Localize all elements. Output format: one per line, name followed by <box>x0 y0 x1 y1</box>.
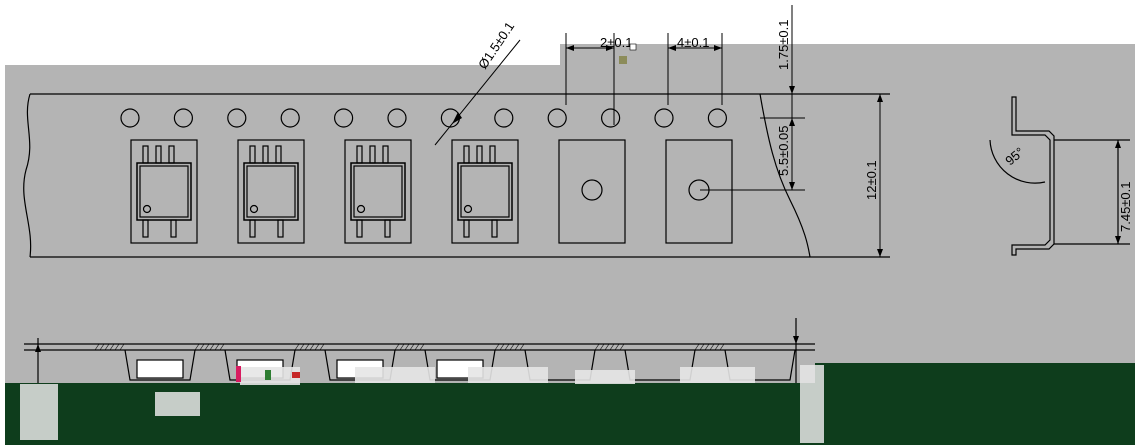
side-pocket <box>494 343 596 381</box>
sprocket-hole <box>387 108 407 128</box>
dim-pocket-center-offset: 5.5±0.05 <box>776 125 791 176</box>
pockets <box>130 139 733 244</box>
sprocket-hole <box>227 108 247 128</box>
dim-hole-edge-offset: 1.75±0.1 <box>776 19 791 70</box>
dim-hole-pitch: 4±0.1 <box>677 35 709 50</box>
loaded-pocket <box>237 139 305 244</box>
dim-pocket-to-hole: 2±0.1 <box>600 35 632 50</box>
tape-top-view <box>23 93 890 258</box>
side-pocket <box>94 343 196 381</box>
sprocket-hole <box>654 108 674 128</box>
sprocket-hole <box>120 108 140 128</box>
empty-pocket <box>558 139 626 244</box>
sprocket-hole <box>334 108 354 128</box>
gray-top-right-panel <box>560 44 1135 65</box>
top-dimension-lines <box>434 5 890 258</box>
sprocket-hole <box>280 108 300 128</box>
angle-arc <box>989 139 1046 184</box>
tape-left-break <box>23 93 32 258</box>
artifact-colors <box>236 366 300 382</box>
dim-tape-width: 12±0.1 <box>864 160 879 200</box>
dim-pocket-depth: 7.45±0.1 <box>1118 181 1133 232</box>
section-view <box>989 96 1130 256</box>
loaded-pocket <box>130 139 198 244</box>
side-pocket <box>694 343 796 381</box>
sprocket-hole <box>547 108 567 128</box>
marker-square <box>619 56 627 64</box>
artifact-blocks <box>20 365 824 443</box>
sprocket-hole <box>494 108 514 128</box>
section-arrows <box>1115 140 1121 244</box>
marker-checker <box>629 43 637 51</box>
sprocket-holes <box>120 108 728 128</box>
sprocket-hole <box>707 108 728 128</box>
side-pocket <box>594 343 696 381</box>
section-profile <box>1011 96 1055 256</box>
dimension-arrows <box>452 45 883 257</box>
dark-band-right <box>815 363 1135 383</box>
side-arrows <box>35 336 799 352</box>
gray-panel <box>5 65 1135 383</box>
pin1-dot <box>463 204 473 214</box>
pin1-dot <box>356 204 366 214</box>
tape-right-break <box>759 93 811 258</box>
loaded-pocket <box>344 139 412 244</box>
sprocket-hole <box>173 108 193 128</box>
pin1-dot <box>142 204 152 214</box>
sprocket-hole <box>600 108 621 128</box>
pin1-dot <box>249 204 259 214</box>
loaded-pocket <box>451 139 519 244</box>
pocket-hole <box>581 179 603 201</box>
